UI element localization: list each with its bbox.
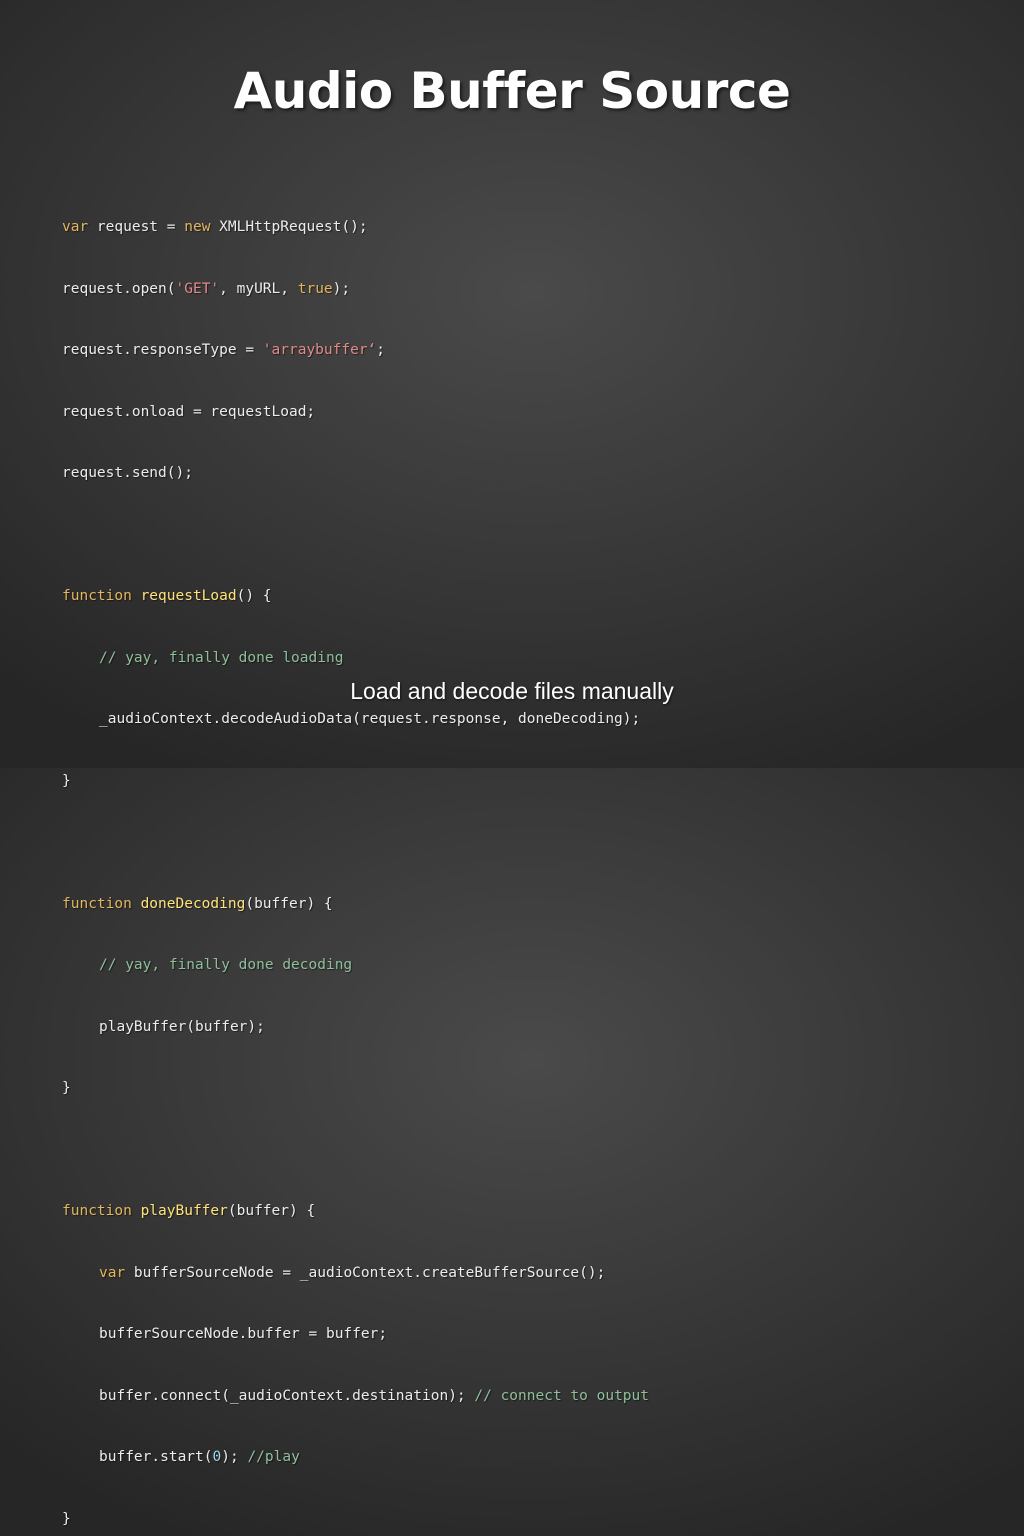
string-arraybuffer: 'arraybuffer‘ [262,342,377,358]
comment: // yay, finally done decoding [99,957,353,973]
function-name-donedecoding: doneDecoding [140,895,246,912]
string-get: 'GET' [175,280,220,297]
code-text: (buffer) { [227,1203,316,1219]
code-text: buffer.start( [99,1449,213,1465]
keyword-new: new [184,219,211,235]
code-line-14: playBuffer(buffer); [62,1017,962,1038]
comment: //play [247,1449,300,1465]
keyword-function: function [62,1203,132,1219]
code-text: , myURL, [219,280,298,297]
code-text: ; [376,342,386,358]
code-text [132,588,141,604]
code-text: () { [236,588,272,604]
code-line-12: function doneDecoding(buffer) { [62,894,962,915]
code-text: request.onload = requestLoad; [62,403,316,420]
comment: // connect to output [474,1387,649,1404]
number-literal: 0 [212,1449,222,1465]
code-text: bufferSourceNode.buffer = buffer; [99,1326,388,1342]
code-line-5: request.send(); [62,463,962,484]
code-line-20: buffer.connect(_audioContext.destination… [62,1386,962,1407]
keyword-function: function [62,588,132,604]
comment: // yay, finally done loading [99,649,344,666]
code-text: playBuffer(buffer); [99,1018,265,1035]
code-text: ); [221,1449,248,1465]
code-text: request.open( [62,280,176,297]
code-text: request = [88,219,185,235]
code-text [132,1203,141,1219]
code-line-7: function requestLoad() { [62,586,962,607]
code-line-22: } [62,1509,962,1530]
code-text: request.send(); [62,465,193,481]
code-line-10: } [62,771,962,792]
code-line-3: request.responseType = 'arraybuffer‘; [62,340,962,361]
keyword-true: true [297,280,333,297]
code-line-4: request.onload = requestLoad; [62,402,962,423]
code-line-2: request.open('GET', myURL, true); [62,279,962,300]
code-line-19: bufferSourceNode.buffer = buffer; [62,1324,962,1345]
code-line-21: buffer.start(0); //play [62,1447,962,1468]
code-line-9: _audioContext.decodeAudioData(request.re… [62,709,962,730]
code-text [132,896,141,912]
code-text: _audioContext.decodeAudioData(request.re… [99,711,641,727]
keyword-function: function [62,895,132,912]
code-line-13: // yay, finally done decoding [62,955,962,976]
slide-caption: Load and decode files manually [350,678,674,704]
code-text: request.responseType = [62,342,263,358]
code-text: XMLHttpRequest(); [210,219,368,235]
code-block: var request = new XMLHttpRequest(); requ… [62,176,962,1536]
function-name-playbuffer: playBuffer [140,1203,228,1219]
code-text: ); [332,280,351,297]
code-text: (buffer) { [245,895,333,912]
code-line-blank [62,1140,962,1161]
keyword-var: var [62,219,89,235]
code-text: } [62,1510,71,1527]
code-line-blank [62,525,962,546]
code-line-18: var bufferSourceNode = _audioContext.cre… [62,1263,962,1284]
keyword-var: var [99,1264,126,1281]
code-line-8: // yay, finally done loading [62,648,962,669]
code-line-blank [62,832,962,853]
code-text: bufferSourceNode = _audioContext.createB… [125,1264,606,1281]
function-name-requestload: requestLoad [140,588,237,604]
code-line-1: var request = new XMLHttpRequest(); [62,217,962,238]
code-line-15: } [62,1078,962,1099]
code-text: buffer.connect(_audioContext.destination… [99,1387,475,1404]
code-text: } [62,772,71,789]
slide-title: Audio Buffer Source [233,62,791,120]
code-text: } [62,1080,71,1096]
code-line-17: function playBuffer(buffer) { [62,1201,962,1222]
